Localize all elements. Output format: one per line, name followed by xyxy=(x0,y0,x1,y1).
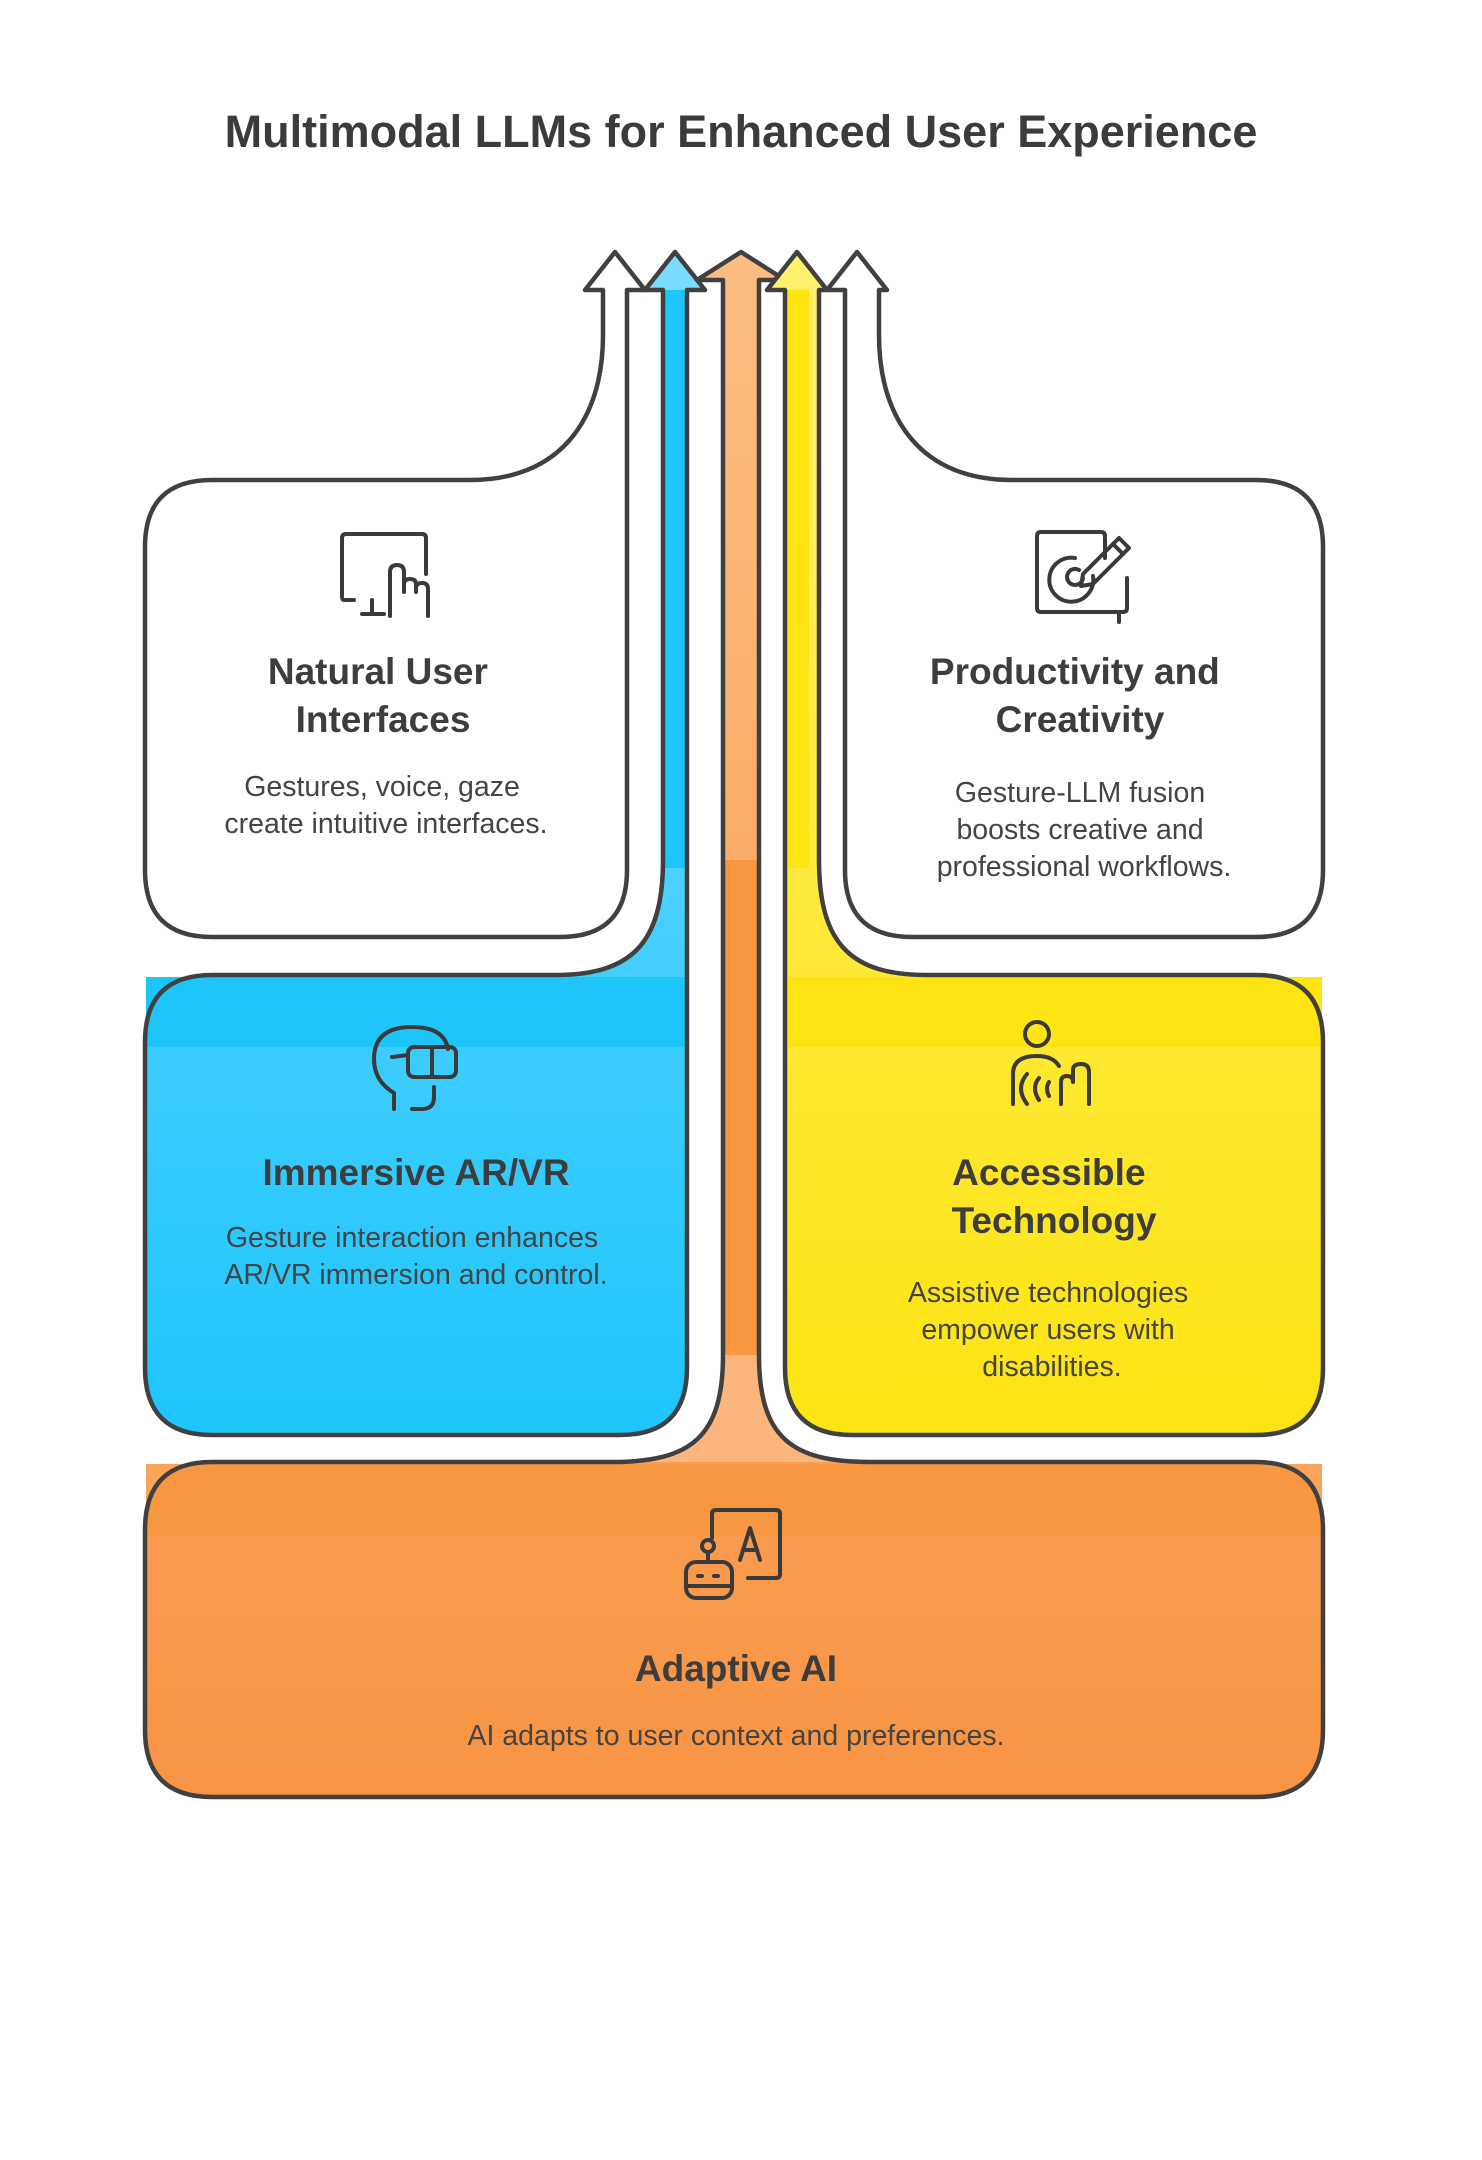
immersive-title: Immersive AR/VR xyxy=(262,1152,569,1193)
accessible-title: Accessible Technology xyxy=(952,1152,1157,1241)
touchscreen-hand-icon xyxy=(340,532,430,618)
accessible-technology-shape xyxy=(764,249,1326,1438)
vr-headset-icon xyxy=(372,1025,458,1111)
natural-ui-card: Natural User Interfaces Gestures, voice,… xyxy=(224,651,547,840)
adaptive-card: Adaptive AI AI adapts to user context an… xyxy=(467,1648,1004,1752)
adaptive-description: AI adapts to user context and preference… xyxy=(467,1720,1004,1752)
adaptive-ai-shape xyxy=(142,249,1326,1800)
page-title: Multimodal LLMs for Enhanced User Experi… xyxy=(225,106,1258,157)
natural-ui-shape xyxy=(142,249,648,940)
natural-ui-title: Natural User Interfaces xyxy=(268,651,498,740)
accessible-description: Assistive technologies empower users wit… xyxy=(908,1277,1196,1383)
productivity-description: Gesture-LLM fusion boosts creative and p… xyxy=(937,777,1232,883)
accessible-card: Accessible Technology Assistive technolo… xyxy=(908,1152,1196,1383)
productivity-card: Productivity and Creativity Gesture-LLM … xyxy=(930,651,1231,883)
immersive-card: Immersive AR/VR Gesture interaction enha… xyxy=(224,1152,607,1291)
tablet-pen-icon xyxy=(1035,530,1131,624)
natural-ui-description: Gestures, voice, gaze create intuitive i… xyxy=(224,771,547,840)
robot-translate-icon xyxy=(684,1508,782,1600)
immersive-description: Gesture interaction enhances AR/VR immer… xyxy=(224,1222,607,1291)
adaptive-title: Adaptive AI xyxy=(635,1648,837,1689)
productivity-title: Productivity and Creativity xyxy=(930,651,1230,740)
assistive-touch-icon xyxy=(1011,1020,1091,1106)
productivity-creativity-shape xyxy=(824,249,1326,940)
immersive-arvr-shape xyxy=(142,249,708,1438)
